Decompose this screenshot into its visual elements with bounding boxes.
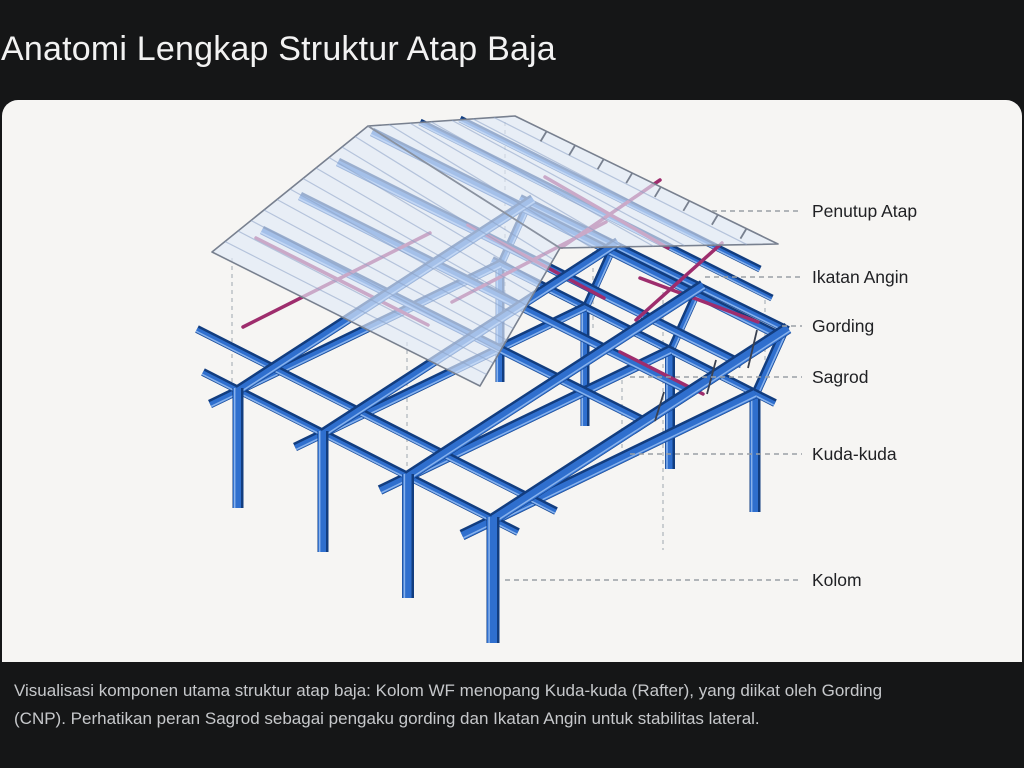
wind-brace <box>634 241 724 322</box>
component-label: Kuda-kuda <box>812 444 897 464</box>
caption-line-1: Visualisasi komponen utama struktur atap… <box>14 681 883 700</box>
page-title: Anatomi Lengkap Struktur Atap Baja <box>1 30 556 68</box>
caption-line-2: (CNP). Perhatikan peran Sagrod sebagai p… <box>14 708 760 728</box>
tie-beam <box>295 308 587 451</box>
sheet-seam <box>388 124 592 248</box>
sheet-seam <box>237 230 494 364</box>
component-label: Sagrod <box>812 367 868 387</box>
far-rafter <box>753 332 787 397</box>
title-bar: Anatomi Lengkap Struktur Atap Baja <box>0 0 1024 100</box>
eave-strut <box>195 330 556 514</box>
far-rafter <box>756 333 787 397</box>
far-rafter <box>583 246 617 311</box>
rafter <box>494 330 791 523</box>
corrugation-tab <box>654 186 662 198</box>
roof-sheet <box>211 115 779 387</box>
sheet-seam <box>289 188 521 318</box>
eave-beam <box>201 370 519 536</box>
rafter <box>491 325 791 524</box>
sheet-seam <box>263 209 507 341</box>
sheet-seam <box>451 119 685 247</box>
component-label: Kolom <box>812 570 862 590</box>
sheet-seam <box>493 116 748 246</box>
sheet-seam <box>430 121 654 247</box>
corrugation-tab <box>539 130 548 142</box>
component-label: Penutup Atap <box>812 201 917 221</box>
sheet-seam <box>354 135 554 261</box>
corrugation-tab <box>625 172 633 184</box>
corrugation-tab <box>682 200 691 212</box>
sheet-seam <box>276 198 514 330</box>
sheet-seam <box>302 177 527 307</box>
corrugation-tab <box>711 214 719 226</box>
component-label: Gording <box>812 316 874 336</box>
sheet-seam <box>472 118 716 246</box>
ridge-fold-line <box>367 125 561 249</box>
sagrod-rod <box>747 329 758 369</box>
sagrod-rod <box>654 391 665 422</box>
sheet-seam <box>224 240 487 376</box>
far-rafter <box>586 247 616 311</box>
wind-brace <box>638 276 760 324</box>
sheet-seam <box>250 219 501 353</box>
sheet-seam <box>328 156 541 284</box>
tie-beam <box>463 395 757 539</box>
rafter <box>409 287 706 480</box>
rafter <box>406 282 706 481</box>
sheet-seam <box>409 122 623 248</box>
component-label: Ikatan Angin <box>812 267 908 287</box>
eave-strut <box>195 327 557 515</box>
corrugation-tab <box>596 158 605 170</box>
corrugation-tab <box>568 144 576 156</box>
far-rafter <box>668 289 702 354</box>
caption-bar: Visualisasi komponen utama struktur atap… <box>0 662 1024 768</box>
far-rafter <box>671 290 701 354</box>
sheet-seam <box>315 167 534 295</box>
eave-beam <box>201 373 518 535</box>
sheet-seam <box>341 146 547 272</box>
tie-beam <box>380 352 672 494</box>
corrugation-tab <box>739 228 748 240</box>
